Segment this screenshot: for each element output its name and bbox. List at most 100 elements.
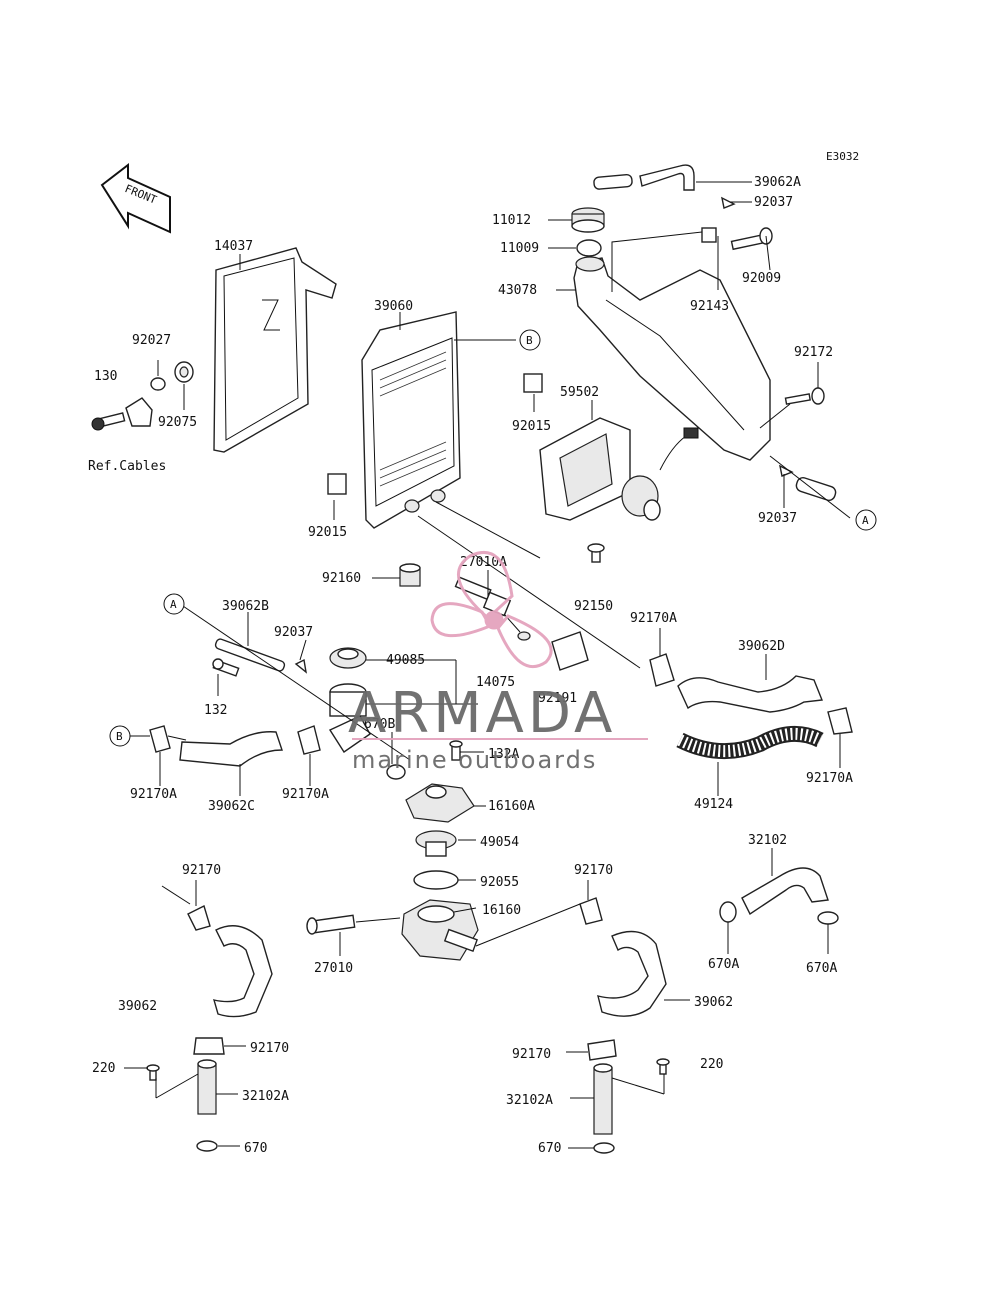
label-39062-b: 39062: [694, 995, 733, 1010]
label-92075: 92075: [158, 415, 197, 430]
watermark-brand: ARMADA: [348, 681, 616, 746]
label-14037: 14037: [214, 239, 253, 254]
label-16160: 16160: [482, 903, 521, 918]
label-11012: 11012: [492, 213, 531, 228]
label-670-b: 670: [538, 1141, 561, 1156]
label-27010A: 27010A: [460, 555, 507, 570]
label-27010: 27010: [314, 961, 353, 976]
label-92009: 92009: [742, 271, 781, 286]
seal-11009: [576, 239, 602, 257]
o-ring-92055: [413, 870, 459, 890]
label-670B: 670B: [364, 717, 395, 732]
svg-text:B: B: [526, 334, 533, 347]
screw-220-right: [656, 1058, 670, 1075]
label-39062D: 39062D: [738, 639, 785, 654]
grommet-92075: [174, 361, 194, 383]
switch-27010A: [454, 576, 531, 641]
label-130: 130: [94, 369, 117, 384]
label-92037-top: 92037: [754, 195, 793, 210]
radiator-39060: [361, 311, 461, 529]
bolt-92150: [587, 543, 605, 563]
label-92172: 92172: [794, 345, 833, 360]
clamp-92170-d: [587, 1039, 617, 1061]
pipe-32102A-right: [593, 1063, 613, 1135]
label-92170-b: 92170: [574, 863, 613, 878]
clip-92037: [721, 196, 736, 209]
cable-clamp: [125, 397, 153, 427]
label-92143: 92143: [690, 299, 729, 314]
thermostat-cover-16160A: [405, 783, 475, 823]
label-39062-a: 39062: [118, 999, 157, 1014]
label-92055: 92055: [480, 875, 519, 890]
clamp-92170A-a: [649, 653, 675, 687]
bolt-130: [91, 412, 126, 431]
hose-39062-left: [213, 925, 273, 1018]
grommet-92160: [399, 563, 421, 587]
callout-B-top: B: [519, 329, 541, 351]
bolt-132: [212, 658, 240, 677]
clamp-92170A-b: [149, 725, 171, 753]
fan-motor-59502: [539, 417, 699, 521]
hose-39062-right: [597, 930, 667, 1017]
label-32102A-b: 32102A: [506, 1093, 553, 1108]
label-92027: 92027: [132, 333, 171, 348]
label-92170-a: 92170: [182, 863, 221, 878]
bracket-92015-a: [523, 373, 543, 393]
bolt-132A: [449, 740, 463, 761]
label-11009: 11009: [500, 241, 539, 256]
label-14075: 14075: [476, 675, 515, 690]
label-92170-c: 92170: [250, 1041, 289, 1056]
corrugated-hose-49124: [676, 725, 824, 760]
label-92170A-a: 92170A: [630, 611, 677, 626]
label-92037-low: 92037: [274, 625, 313, 640]
svg-text:B: B: [116, 730, 123, 743]
hose-39062D: [677, 675, 823, 713]
pipe-32102A-left: [197, 1059, 217, 1115]
label-132A: 132A: [488, 747, 519, 762]
bracket-92015-b: [327, 473, 347, 495]
reservoir-tank-43078: [573, 227, 771, 461]
hose-32102: [741, 867, 829, 916]
label-49124: 49124: [694, 797, 733, 812]
o-ring-670B: [386, 764, 406, 780]
collar-92027: [150, 377, 166, 391]
clamp-92170-a: [187, 905, 211, 931]
label-32102: 32102: [748, 833, 787, 848]
watermark-tagline: marine outboards: [352, 746, 597, 774]
filler-neck-14075: [328, 683, 371, 753]
armada-watermark: ARMADA marine outboards: [348, 550, 648, 774]
label-59502: 59502: [560, 385, 599, 400]
label-220-a: 220: [92, 1061, 115, 1076]
hose-39062A: [593, 164, 695, 191]
thermostat-49054: [415, 830, 457, 857]
label-92170A-d: 92170A: [806, 771, 853, 786]
label-92160: 92160: [322, 571, 361, 586]
label-ref-cables: Ref.Cables: [88, 459, 166, 474]
svg-text:A: A: [862, 514, 869, 527]
shroud-14037: [213, 247, 337, 453]
o-ring-670-left: [196, 1140, 218, 1152]
label-92170-d: 92170: [512, 1047, 551, 1062]
label-39062C: 39062C: [208, 799, 255, 814]
propeller-logo-icon: [430, 550, 553, 669]
label-43078: 43078: [498, 283, 537, 298]
diagram-code: E3032: [826, 150, 859, 163]
label-32102A-a: 32102A: [242, 1089, 289, 1104]
housing-16160: [401, 899, 479, 961]
hose-short-right: [795, 477, 837, 501]
screw-220-left: [146, 1064, 160, 1081]
o-ring-670A-b: [817, 911, 839, 925]
part-labels: 39062 A 92037 11012 11009 92009 43078 921…: [88, 175, 853, 1156]
label-92037-mid: 92037: [758, 511, 797, 526]
label-220-b: 220: [700, 1057, 723, 1072]
bolt-92172: [784, 387, 825, 405]
clamp-92170A-c: [297, 725, 321, 755]
clamp-92170-c: [193, 1037, 225, 1055]
svg-text:A: A: [170, 598, 177, 611]
cover-92191: [551, 631, 589, 671]
o-ring-670A-a: [719, 901, 737, 923]
label-92170A-b: 92170A: [130, 787, 177, 802]
label-92191: 92191: [538, 691, 577, 706]
label-16160A: 16160A: [488, 799, 535, 814]
